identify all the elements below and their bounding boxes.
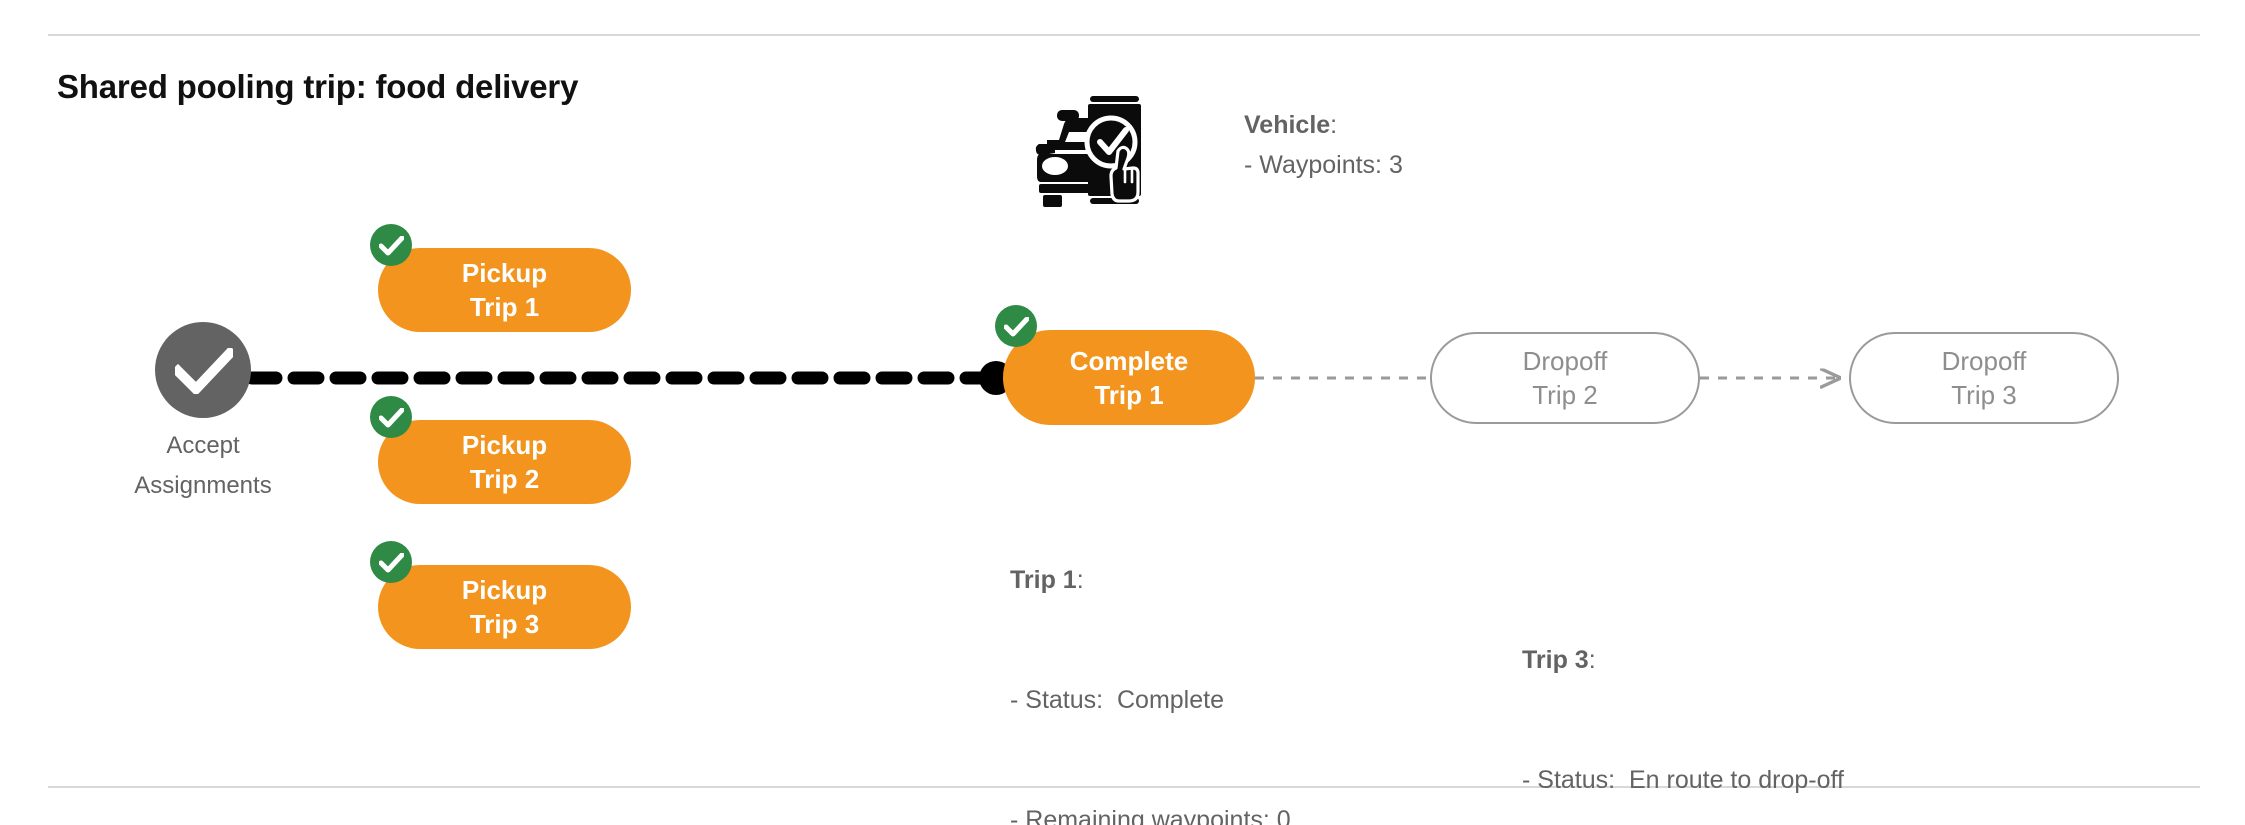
trip-details-left: Trip 1: - Status: Complete - Remaining w… <box>1010 480 1332 825</box>
complete-line2: Trip 1 <box>1094 379 1164 410</box>
pickup-3-line2: Trip 3 <box>469 609 540 639</box>
pickup-3-line1: Pickup <box>461 575 548 605</box>
vehicle-waypoints: - Waypoints: 3 <box>1244 151 1403 179</box>
node-dropoff-trip-3[interactable]: Dropoff Trip 3 <box>1849 332 2119 424</box>
trip1-status: - Status: Complete <box>1010 686 1224 714</box>
node-pickup-trip-3[interactable]: Pickup Trip 3 <box>370 541 631 649</box>
check-badge-icon <box>370 224 412 266</box>
bottom-divider <box>48 786 2200 788</box>
dropoff-3-line1: Dropoff <box>1941 346 2027 376</box>
trip-details-right: Trip 3: - Status: En route to drop-off -… <box>1522 560 1844 825</box>
dropoff-3-line2: Trip 3 <box>1951 380 2017 410</box>
node-dropoff-trip-2[interactable]: Dropoff Trip 2 <box>1430 332 1700 424</box>
trip1-colon: : <box>1076 566 1084 594</box>
trip1-heading-row: Trip 1: <box>1010 560 1332 600</box>
car-phone-check-icon <box>1033 88 1148 213</box>
trip1-heading: Trip 1 <box>1010 566 1077 594</box>
trip3-status: - Status: En route to drop-off <box>1522 766 1844 794</box>
node-complete-trip-1[interactable]: Complete Trip 1 <box>995 305 1255 425</box>
page-title: Shared pooling trip: food delivery <box>57 68 579 105</box>
vehicle-info: Vehicle: - Waypoints: 3 <box>1244 105 1403 185</box>
trip3-colon: : <box>1588 646 1596 674</box>
trip3-heading-row: Trip 3: <box>1522 640 1844 680</box>
pickup-2-line1: Pickup <box>461 430 548 460</box>
check-badge-icon <box>370 541 412 583</box>
accept-assignments-label: Accept Assignments <box>100 426 306 506</box>
trip1-waypoints: - Remaining waypoints: 0 <box>1010 806 1291 825</box>
vehicle-heading-colon: : <box>1330 111 1338 139</box>
pickup-2-line2: Trip 2 <box>469 464 540 494</box>
pickup-1-line1: Pickup <box>461 258 548 288</box>
dropoff-2-line2: Trip 2 <box>1532 380 1598 410</box>
pickup-1-line2: Trip 1 <box>469 292 540 322</box>
check-badge-icon <box>995 305 1037 347</box>
check-badge-icon <box>370 396 412 438</box>
accept-label-line2: Assignments <box>134 472 272 499</box>
accept-label-line1: Accept <box>166 432 240 459</box>
vehicle-heading: Vehicle <box>1244 111 1331 139</box>
dropoff-2-line1: Dropoff <box>1522 346 1608 376</box>
complete-line1: Complete <box>1069 345 1189 376</box>
accept-check-circle <box>155 322 251 418</box>
node-accept-assignments[interactable]: Accept Assignments <box>134 322 272 499</box>
check-circle-icon <box>175 348 233 394</box>
node-pickup-trip-1[interactable]: Pickup Trip 1 <box>370 224 631 332</box>
vehicle-heading-row: Vehicle: <box>1244 105 1403 145</box>
node-pickup-trip-2[interactable]: Pickup Trip 2 <box>370 396 631 504</box>
top-divider <box>48 34 2200 36</box>
trip3-heading: Trip 3 <box>1522 646 1589 674</box>
